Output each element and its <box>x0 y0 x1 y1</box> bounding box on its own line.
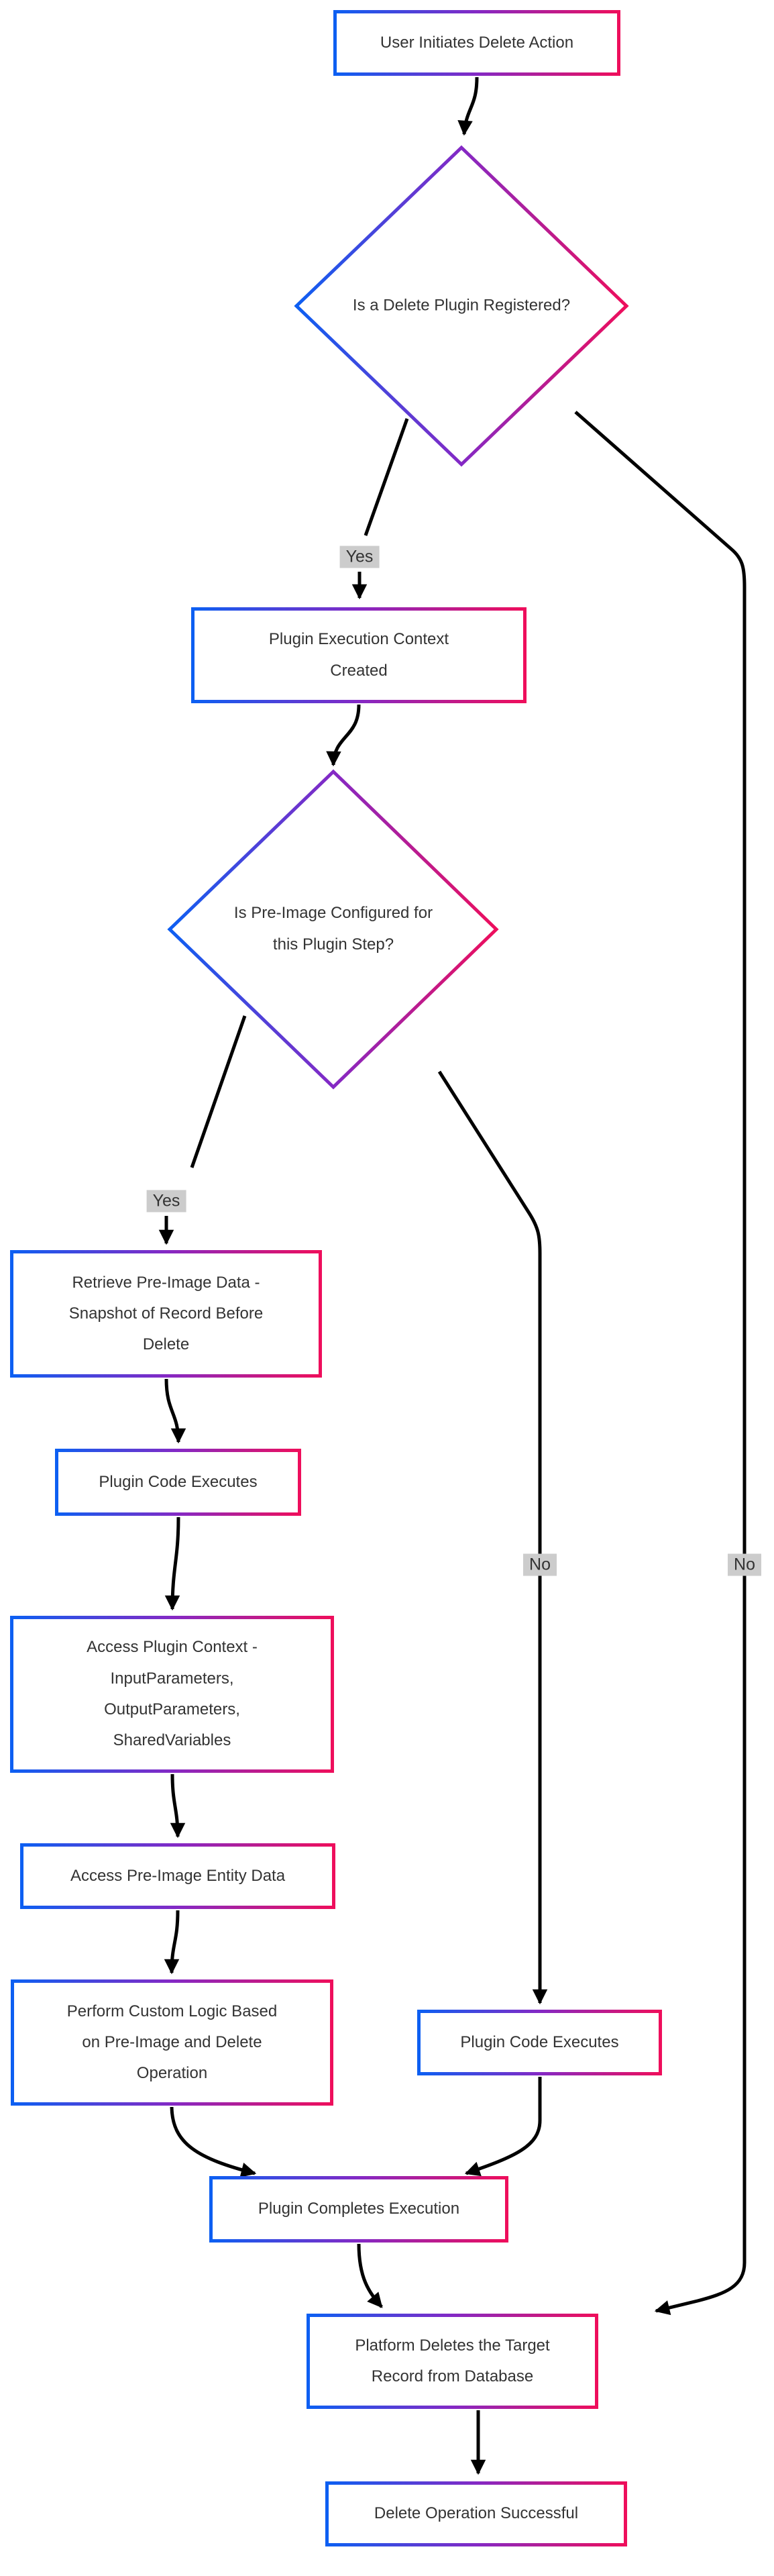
node-plugin-execution-context-created: Plugin Execution Context Created <box>191 607 527 703</box>
node-user-initiates-delete: User Initiates Delete Action <box>333 10 620 76</box>
edge-exec-to-access-context <box>164 1516 180 1611</box>
edge-label-yes-decision2: Yes <box>146 1190 186 1213</box>
node-delete-operation-successful: Delete Operation Successful <box>325 2481 627 2546</box>
edge-label-no-decision2: No <box>523 1553 557 1576</box>
node-plugin-code-executes-left: Plugin Code Executes <box>55 1449 301 1516</box>
node-access-plugin-context: Access Plugin Context - InputParameters,… <box>10 1616 334 1773</box>
edge-decision2-no <box>437 1070 548 2005</box>
edge-decision1-no <box>574 411 747 2316</box>
edge-exec-right-to-completes <box>464 2077 542 2177</box>
edge-completes-to-platform <box>357 2243 383 2308</box>
edge-start-to-decision1 <box>457 76 479 136</box>
edge-decision2-yes-upper <box>190 1015 247 1168</box>
edge-preimage-to-logic <box>164 1910 180 1975</box>
edge-access-context-to-preimage <box>170 1773 186 1839</box>
edge-decision1-yes-upper <box>364 418 409 536</box>
decision1-is-delete-plugin-registered: Is a Delete Plugin Registered? <box>352 296 571 315</box>
edge-context-to-decision2 <box>326 704 361 767</box>
node-platform-deletes-record: Platform Deletes the Target Record from … <box>307 2314 598 2409</box>
decision1-diamond-shape <box>294 145 629 467</box>
edge-label-no-decision1: No <box>728 1553 761 1576</box>
node-plugin-completes-execution: Plugin Completes Execution <box>209 2176 508 2243</box>
edge-logic-to-completes <box>170 2106 257 2177</box>
node-retrieve-preimage-data: Retrieve Pre-Image Data - Snapshot of Re… <box>10 1250 322 1378</box>
edge-retrieve-to-exec <box>164 1378 186 1444</box>
decision2-is-preimage-configured: Is Pre-Image Configured for this Plugin … <box>233 904 433 954</box>
decision2-diamond-shape <box>167 769 499 1090</box>
edge-label-yes-decision1: Yes <box>339 546 380 568</box>
node-plugin-code-executes-right: Plugin Code Executes <box>417 2010 662 2075</box>
node-perform-custom-logic: Perform Custom Logic Based on Pre-Image … <box>11 1979 333 2106</box>
node-access-preimage-entity-data: Access Pre-Image Entity Data <box>20 1843 335 1909</box>
